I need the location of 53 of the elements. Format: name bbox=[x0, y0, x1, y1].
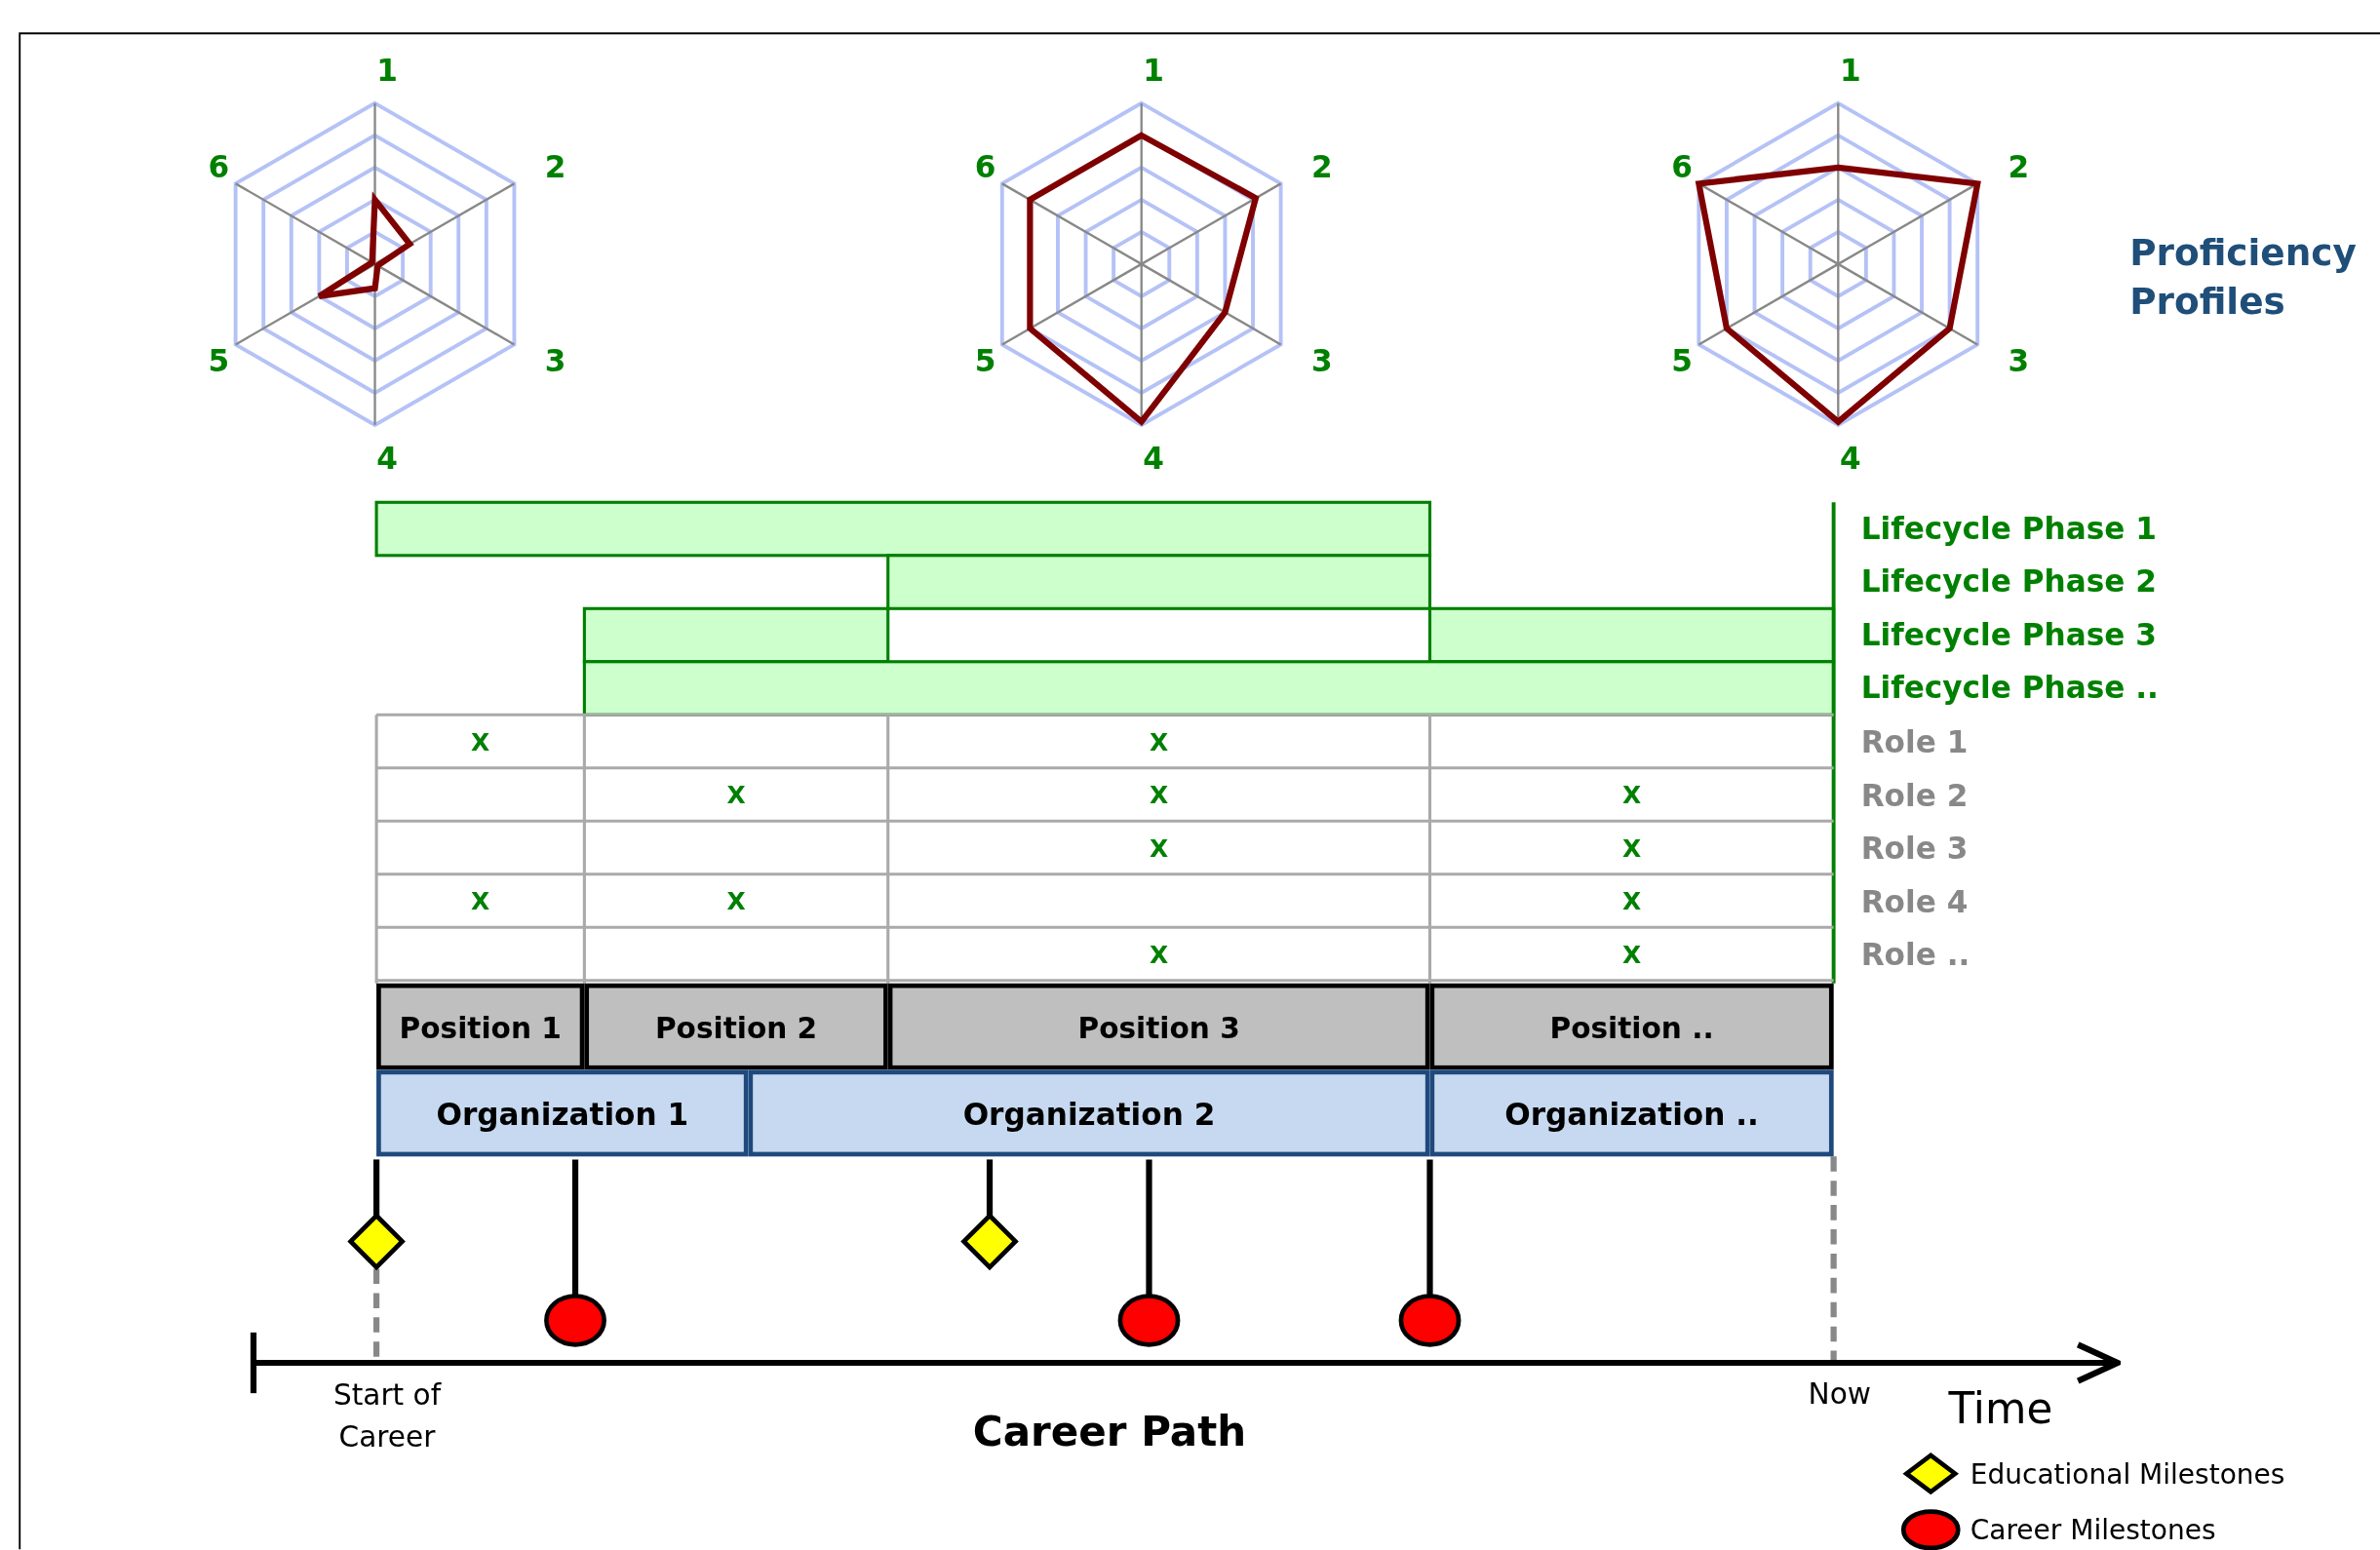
legend-label: Career Milestones bbox=[1970, 1513, 2216, 1546]
role-label: Role 2 bbox=[1860, 776, 1969, 813]
axis-number: 5 bbox=[974, 342, 996, 380]
x-mark: X bbox=[1150, 726, 1169, 756]
x-mark: X bbox=[1621, 780, 1642, 809]
axis-label: Start of Career bbox=[332, 1376, 443, 1454]
phase-label: Lifecycle Phase .. bbox=[1860, 669, 2159, 706]
x-mark: X bbox=[726, 886, 746, 915]
axis-label: Now bbox=[1808, 1376, 1872, 1411]
axis-number: 1 bbox=[1839, 51, 1861, 89]
role-label: Role 3 bbox=[1860, 829, 1969, 867]
axis-number: 5 bbox=[208, 342, 230, 380]
axis-number: 3 bbox=[544, 342, 566, 380]
x-mark: X bbox=[471, 726, 490, 756]
axis-number: 1 bbox=[1143, 51, 1164, 89]
axis-number: 6 bbox=[974, 148, 996, 185]
organization-box: Organization 1 bbox=[376, 1069, 749, 1157]
position-box: Position .. bbox=[1429, 983, 1834, 1070]
axis-number: 4 bbox=[1839, 440, 1861, 477]
role-label: Role 4 bbox=[1860, 882, 1969, 919]
x-mark: X bbox=[1621, 833, 1642, 863]
x-mark: X bbox=[726, 780, 746, 809]
axis-number: 1 bbox=[376, 51, 398, 89]
organization-box: Organization 2 bbox=[748, 1069, 1430, 1157]
axis-number: 2 bbox=[1310, 148, 1333, 185]
axis-number: 4 bbox=[376, 440, 398, 477]
phase-label: Lifecycle Phase 3 bbox=[1860, 616, 2157, 653]
role-label: Role .. bbox=[1860, 935, 1970, 973]
diagram-title: Career Path bbox=[972, 1407, 1247, 1455]
x-mark: X bbox=[1150, 780, 1169, 809]
x-mark: X bbox=[1621, 939, 1642, 969]
x-mark: X bbox=[1621, 886, 1642, 915]
axis-number: 3 bbox=[2008, 342, 2030, 380]
chart-heading: Proficiency Profiles bbox=[2129, 230, 2358, 326]
x-mark: X bbox=[1150, 833, 1169, 863]
axis-number: 2 bbox=[2008, 148, 2030, 185]
axis-label: Time bbox=[1948, 1383, 2053, 1434]
x-mark: X bbox=[1150, 939, 1169, 969]
axis-number: 6 bbox=[208, 148, 230, 185]
axis-number: 6 bbox=[1671, 148, 1693, 185]
position-box: Position 3 bbox=[887, 983, 1430, 1070]
position-box: Position 2 bbox=[584, 983, 888, 1070]
organization-box: Organization .. bbox=[1429, 1069, 1834, 1157]
position-box: Position 1 bbox=[376, 983, 585, 1070]
axis-number: 3 bbox=[1310, 342, 1333, 380]
phase-label: Lifecycle Phase 1 bbox=[1860, 510, 2157, 547]
role-label: Role 1 bbox=[1860, 722, 1969, 760]
x-mark: X bbox=[471, 886, 490, 915]
axis-number: 5 bbox=[1671, 342, 1693, 380]
axis-number: 4 bbox=[1143, 440, 1164, 477]
axis-number: 2 bbox=[544, 148, 566, 185]
legend-label: Educational Milestones bbox=[1970, 1457, 2285, 1490]
phase-label: Lifecycle Phase 2 bbox=[1860, 562, 2157, 600]
